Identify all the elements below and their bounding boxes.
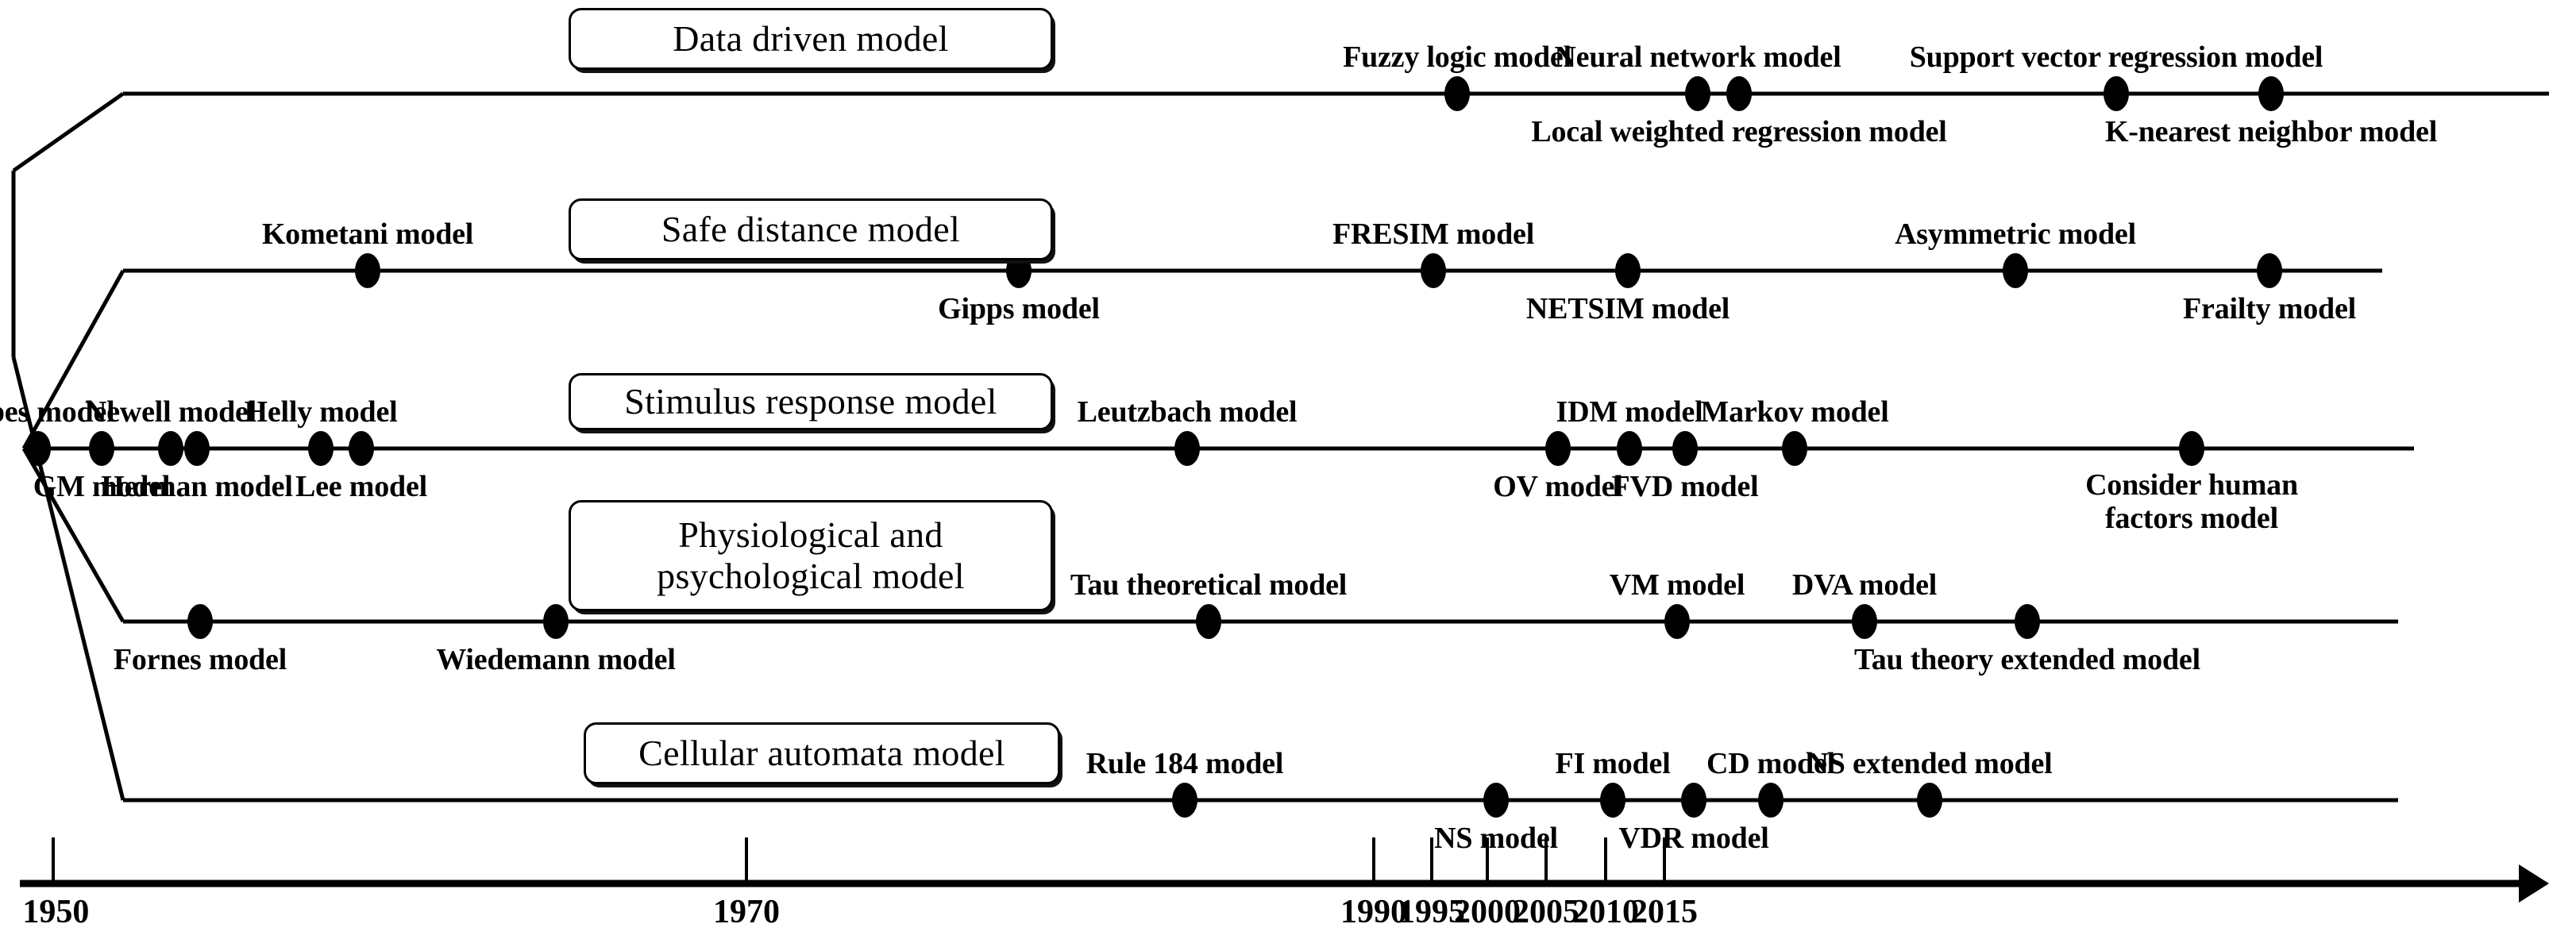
timeline-node-dot[interactable] — [2003, 253, 2028, 288]
node-label: K-nearest neighbor model — [2104, 115, 2438, 148]
timeline-node-dot[interactable] — [1681, 783, 1706, 818]
timeline-node-dot[interactable] — [1421, 253, 1446, 288]
timeline-node-dot[interactable] — [184, 431, 210, 466]
timeline-node-dot[interactable] — [308, 431, 334, 466]
node-label: CD model — [1706, 747, 1835, 780]
node-label: Tau theoretical model — [1070, 568, 1348, 602]
timeline-tracks — [24, 91, 2549, 803]
axis-tick-label: 1950 — [22, 894, 90, 930]
category-box-physiological-and-psychological-model[interactable]: Physiological and psychological model — [569, 500, 1053, 611]
timeline-node-dot[interactable] — [1617, 431, 1642, 466]
timeline-node-dot[interactable] — [1664, 604, 1690, 639]
timeline-node-dot[interactable] — [543, 604, 569, 639]
timeline-node-dot[interactable] — [1685, 76, 1710, 111]
node-label: Asymmetric model — [1895, 218, 2136, 251]
year-axis — [20, 837, 2549, 903]
timeline-node-dot[interactable] — [1483, 783, 1509, 818]
timeline-node-dot[interactable] — [1172, 783, 1197, 818]
node-label: NETSIM model — [1525, 292, 1730, 325]
timeline-node-dot[interactable] — [1782, 431, 1807, 466]
bracket-branch-data-driven-model — [12, 91, 125, 173]
timeline-node-dot[interactable] — [1758, 783, 1784, 818]
timeline-node-dot[interactable] — [187, 604, 213, 639]
node-label: Leutzbach model — [1077, 395, 1298, 429]
node-label: FI model — [1555, 747, 1671, 780]
node-label: VDR model — [1618, 822, 1769, 855]
node-label: IDM model — [1556, 395, 1703, 429]
timeline-node-dot[interactable] — [355, 253, 380, 288]
category-box-cellular-automata-model[interactable]: Cellular automata model — [584, 722, 1060, 784]
axis-tick-label: 2005 — [1513, 894, 1579, 930]
timeline-node-dot[interactable] — [1615, 253, 1641, 288]
node-label: Lee model — [295, 470, 427, 503]
timeline-node-dot[interactable] — [1600, 783, 1625, 818]
timeline-node-dot[interactable] — [2015, 604, 2040, 639]
node-label: Herman model — [101, 470, 293, 503]
node-label: Neural network model — [1554, 40, 1841, 74]
axis-arrowhead — [2519, 864, 2549, 903]
axis-tick-label: 2000 — [1454, 894, 1521, 930]
node-label: GM model — [33, 470, 171, 503]
category-box-data-driven-model[interactable]: Data driven model — [569, 8, 1053, 70]
timeline-node-dot[interactable] — [1917, 783, 1942, 818]
node-label: Pipes model — [0, 395, 115, 429]
timeline-node-dot[interactable] — [2258, 76, 2284, 111]
node-label: Fuzzy logic model — [1343, 40, 1571, 74]
timeline-node-dot[interactable] — [2257, 253, 2282, 288]
bracket-branch-physiological-and-psychological-model — [21, 447, 125, 623]
timeline-node-dot[interactable] — [158, 431, 183, 466]
axis-tick-label: 1970 — [713, 894, 780, 930]
timeline-node-dot[interactable] — [25, 431, 51, 466]
node-label: Local weighted regression model — [1531, 115, 1947, 148]
category-box-safe-distance-model[interactable]: Safe distance model — [569, 198, 1053, 260]
timeline-node-dot[interactable] — [1726, 76, 1752, 111]
node-label: DVA model — [1791, 568, 1938, 602]
node-label: Gipps model — [938, 292, 1100, 325]
axis-tick-label: 1995 — [1398, 894, 1465, 930]
timeline-node-dot[interactable] — [1672, 431, 1698, 466]
category-box-stimulus-response-model[interactable]: Stimulus response model — [569, 373, 1053, 430]
timeline-node-dot[interactable] — [1444, 76, 1470, 111]
timeline-nodes — [25, 76, 2284, 818]
bracket-connectors — [11, 91, 125, 801]
node-label: Frailty model — [2183, 292, 2356, 325]
node-label: NS extended model — [1807, 747, 2053, 780]
axis-tick-label: 2015 — [1631, 894, 1698, 930]
node-label: Helly model — [244, 395, 398, 429]
node-label: Wiedemann model — [436, 643, 676, 676]
axis-tick-label: 2010 — [1572, 894, 1639, 930]
timeline-node-dot[interactable] — [1174, 431, 1200, 466]
node-label: Fornes model — [113, 643, 287, 676]
timeline-node-dot[interactable] — [89, 431, 114, 466]
node-label: Markov model — [1700, 395, 1889, 429]
timeline-node-dot[interactable] — [349, 431, 374, 466]
timeline-node-dot[interactable] — [1545, 431, 1571, 466]
bracket-branch-cellular-automata-model — [11, 356, 125, 801]
timeline-node-dot[interactable] — [1006, 253, 1032, 288]
node-label: NS model — [1434, 822, 1558, 855]
node-label: Tau theory extended model — [1854, 643, 2200, 676]
timeline-node-dot[interactable] — [1852, 604, 1877, 639]
node-label: Newell model — [84, 395, 257, 429]
timeline-node-dot[interactable] — [2179, 431, 2204, 466]
timeline-node-dot[interactable] — [1196, 604, 1221, 639]
node-label: VM model — [1609, 568, 1745, 602]
node-label: Kometani model — [261, 218, 474, 251]
axis-tick-label: 1990 — [1340, 894, 1407, 930]
timeline-node-dot[interactable] — [2104, 76, 2129, 111]
node-label: FVD model — [1611, 470, 1759, 503]
bracket-branch-safe-distance-model — [21, 269, 125, 450]
node-label: FRESIM model — [1332, 218, 1535, 251]
node-label: OV model — [1493, 470, 1623, 503]
node-label: Rule 184 model — [1086, 747, 1284, 780]
node-label: Support vector regression model — [1909, 40, 2323, 74]
